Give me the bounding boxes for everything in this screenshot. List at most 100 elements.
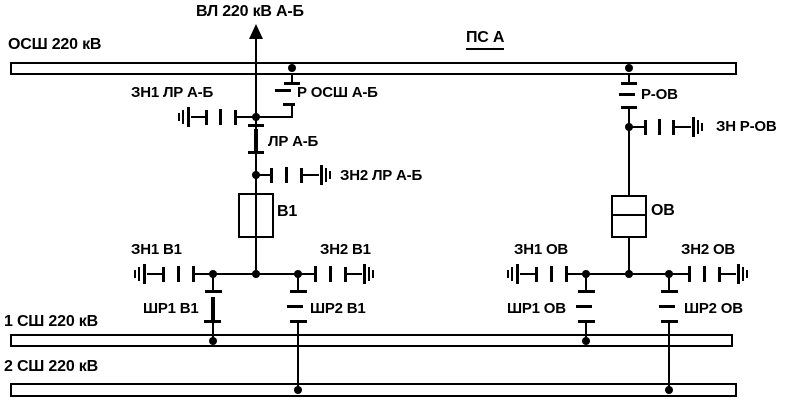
lr-blade xyxy=(254,129,258,151)
earth-icon xyxy=(516,264,519,284)
label-zn1-b1: ЗН1 В1 xyxy=(131,241,182,258)
zn1-b1-contact-bar xyxy=(162,267,165,282)
zn1-lr-contact-bar xyxy=(234,110,237,125)
shr1-b1-stub xyxy=(212,323,214,341)
earth-icon xyxy=(143,264,146,284)
busbar-osh-220 xyxy=(10,62,737,75)
earth-icon xyxy=(692,117,695,137)
r-ov-stub xyxy=(628,75,630,83)
earth-icon xyxy=(329,171,331,179)
shr1-ov-stub xyxy=(585,323,587,341)
junction-dot xyxy=(625,270,633,278)
zn1-ov-blade xyxy=(550,266,553,282)
earth-icon xyxy=(320,165,323,185)
shr2-ov-open-blade xyxy=(659,305,675,308)
zn2-ov-contact-bar xyxy=(718,267,721,282)
shr2-b1-contact-bar xyxy=(290,320,307,323)
r-osh-stub xyxy=(291,75,293,83)
label-bus1: 1 СШ 220 кВ xyxy=(4,313,98,330)
zn2-lr-contact-bar xyxy=(270,168,273,183)
junction-dot xyxy=(665,270,673,278)
zn2-lr-link-line xyxy=(257,174,272,176)
junction-dot xyxy=(209,337,217,345)
zn1-b1-earth-line xyxy=(147,273,162,275)
r-osh-hook-tick xyxy=(283,103,295,106)
label-bypass-bus: ОСШ 220 кВ xyxy=(8,36,102,53)
busbar-1ssh-220 xyxy=(10,334,733,347)
earth-icon xyxy=(737,264,740,284)
label-shr1-b1: ШР1 В1 xyxy=(143,300,199,317)
zn1-b1-blade xyxy=(177,266,180,282)
earth-icon xyxy=(325,168,327,182)
label-r-ov: Р-ОВ xyxy=(641,86,678,103)
zn2-lr-earth-line xyxy=(303,174,319,176)
earth-icon xyxy=(134,270,136,278)
zn2-lr-contact-bar xyxy=(300,168,303,183)
zn1-ov-earth-line xyxy=(520,273,535,275)
breaker-ov-box xyxy=(611,195,647,238)
zn2-b1-earth-line xyxy=(347,273,362,275)
shr2-b1-drop-line xyxy=(297,323,299,390)
shr1-ov-contact-bar xyxy=(578,290,595,293)
shr1-ov-stub xyxy=(585,275,587,292)
junction-dot xyxy=(252,270,260,278)
junction-dot xyxy=(582,270,590,278)
shr2-b1-open-blade xyxy=(287,305,303,308)
label-b1: В1 xyxy=(277,203,298,220)
label-r-osh: Р ОСШ А-Б xyxy=(297,84,378,101)
zn2-ov-blade xyxy=(703,266,706,282)
earth-icon xyxy=(182,110,184,124)
zn-r-ov-earth-line xyxy=(675,126,691,128)
zn2-ov-earth-line xyxy=(721,273,736,275)
feeder-line xyxy=(255,37,257,274)
label-ov: ОВ xyxy=(651,202,675,219)
zn2-b1-contact-bar xyxy=(344,267,347,282)
earth-icon xyxy=(746,270,748,278)
zn-r-ov-blade xyxy=(658,119,661,135)
zn2-lr-blade xyxy=(285,167,288,183)
zn1-ov-contact-bar xyxy=(535,267,538,282)
junction-dot xyxy=(252,113,260,121)
shr1-b1-stub xyxy=(212,275,214,292)
shr2-b1-contact-bar xyxy=(290,290,307,293)
r-ov-contact-bar xyxy=(621,82,637,85)
lr-contact-bar xyxy=(248,151,264,154)
label-zn2-lr: ЗН2 ЛР А-Б xyxy=(340,167,423,184)
junction-dot xyxy=(582,337,590,345)
shr1-b1-contact-bar xyxy=(204,320,221,323)
shr1-b1-contact-bar xyxy=(205,290,222,293)
lr-contact-bar xyxy=(248,124,264,127)
r-osh-open-blade xyxy=(275,89,291,92)
earth-icon xyxy=(742,267,744,281)
busbar-2ssh-220 xyxy=(10,383,737,397)
earth-icon xyxy=(368,267,370,281)
shr1-b1-blade xyxy=(211,297,215,320)
earth-icon xyxy=(372,270,374,278)
label-zn2-b1: ЗН2 В1 xyxy=(320,241,371,258)
zn2-ov-contact-bar xyxy=(688,266,691,282)
zn1-lr-earth-line xyxy=(191,116,208,118)
zn1-lr-contact-bar xyxy=(205,110,208,125)
r-osh-contact-bar xyxy=(284,82,300,85)
earth-icon xyxy=(701,123,703,131)
zn-r-ov-contact-bar xyxy=(644,120,647,135)
shr1-ov-open-blade xyxy=(576,305,592,308)
line-direction-arrow-icon xyxy=(249,24,263,39)
junction-dot xyxy=(294,270,302,278)
junction-dot xyxy=(665,386,673,394)
earth-icon xyxy=(363,264,366,284)
r-ov-drop-line xyxy=(628,106,630,195)
zn1-lr-blade xyxy=(219,109,222,125)
shr2-ov-drop-line xyxy=(668,323,670,390)
ov-lower-line xyxy=(628,238,630,274)
zn1-ov-contact-bar xyxy=(565,266,568,282)
zn-r-ov-contact-bar xyxy=(672,120,675,135)
junction-dot xyxy=(625,64,633,72)
junction-dot xyxy=(288,64,296,72)
zn1-b1-contact-bar xyxy=(192,266,195,282)
label-overhead-line: ВЛ 220 кВ А-Б xyxy=(196,3,304,20)
zn2-b1-blade xyxy=(329,266,332,282)
earth-icon xyxy=(187,107,190,127)
label-zn2-ov: ЗН2 ОВ xyxy=(681,241,736,258)
